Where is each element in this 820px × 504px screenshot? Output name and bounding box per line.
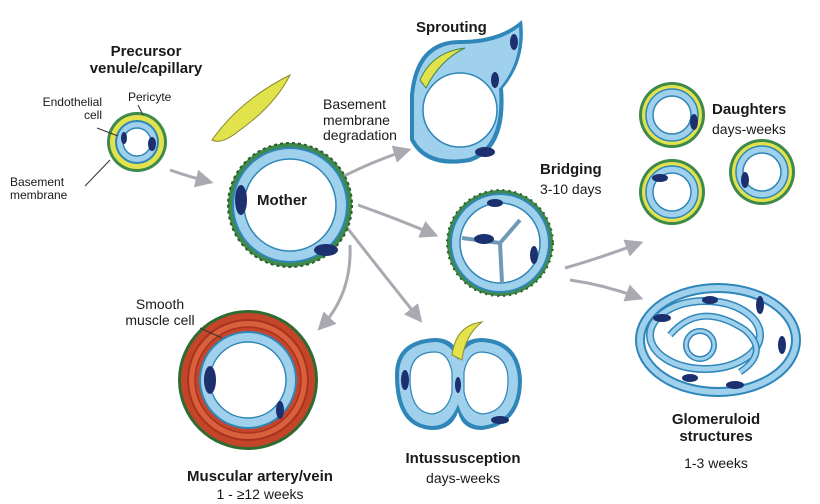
- glomeruloid-title: Glomeruloid structures: [646, 412, 786, 446]
- arrow-bridging-to-glomeruloid: [570, 280, 640, 298]
- precursor-vessel: [107, 112, 167, 172]
- arrow-mother-to-bridging: [358, 205, 435, 235]
- basement-degradation-label: Basement membrane degradation: [323, 97, 397, 144]
- daughters-title: Daughters: [712, 102, 786, 119]
- arrow-mother-to-intussusception: [345, 225, 420, 320]
- basement-membrane-label: Basement membrane: [10, 176, 67, 203]
- smooth-muscle-label: Smooth muscle cell: [100, 297, 220, 328]
- mother-title: Mother: [257, 193, 307, 210]
- pericyte-label: Pericyte: [128, 91, 171, 104]
- endothelial-cell-label: Endothelial cell: [14, 96, 102, 123]
- bridging-vessel: [447, 190, 553, 296]
- muscular-time: 1 - ≥12 weeks: [160, 487, 360, 503]
- arrow-precursor-to-mother: [170, 170, 210, 182]
- arrow-mother-to-sprouting: [336, 150, 408, 180]
- precursor-title: Precursor venule/capillary: [66, 44, 226, 78]
- arrow-bridging-to-daughters: [565, 243, 640, 268]
- sprouting-title: Sprouting: [416, 20, 487, 37]
- bridging-title: Bridging: [540, 162, 602, 179]
- sprouting-vessel: [410, 20, 523, 164]
- glomeruloid-vessel: [640, 288, 796, 392]
- daughters-time: days-weeks: [712, 122, 786, 138]
- intussusception-vessel: [395, 322, 522, 430]
- muscular-title: Muscular artery/vein: [160, 469, 360, 486]
- intussusception-title: Intussusception: [388, 451, 538, 468]
- muscular-vessel: [178, 310, 318, 450]
- intussusception-time: days-weeks: [388, 471, 538, 487]
- pericyte-detaching: [212, 75, 290, 141]
- bridging-time: 3-10 days: [540, 182, 601, 198]
- glomeruloid-time: 1-3 weeks: [646, 456, 786, 472]
